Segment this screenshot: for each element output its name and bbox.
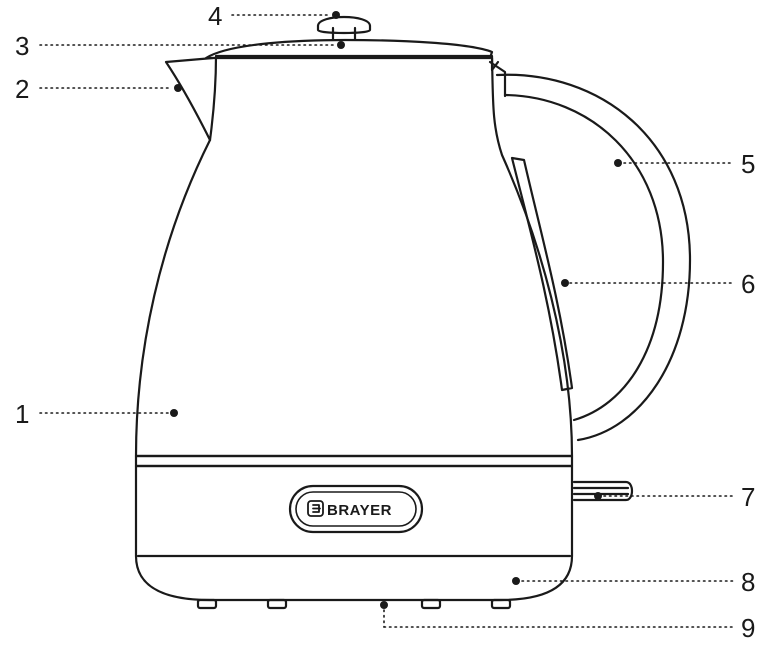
- callout-dot-7: [594, 492, 602, 500]
- foot: [266, 598, 288, 610]
- callout-dot-8: [512, 577, 520, 585]
- lid-knob-cap: [316, 16, 372, 35]
- water-window: [510, 156, 574, 392]
- base-band: [134, 454, 574, 468]
- callout-dot-3: [337, 41, 345, 49]
- callout-dot-5: [614, 159, 622, 167]
- callout-number-8: 8: [741, 567, 756, 597]
- kettle-body: [134, 54, 574, 458]
- callout-dot-2: [174, 84, 182, 92]
- spout: [164, 56, 215, 142]
- callout-number-2: 2: [15, 74, 30, 104]
- body-seam: [490, 56, 500, 72]
- foot: [490, 598, 512, 610]
- foot: [420, 598, 442, 610]
- callout-number-5: 5: [741, 149, 756, 179]
- lid: [204, 38, 494, 60]
- callout-dot-9: [380, 601, 388, 609]
- callout-dot-4: [332, 11, 340, 19]
- callout-dot-1: [170, 409, 178, 417]
- callout-number-1: 1: [15, 399, 30, 429]
- callout-number-7: 7: [741, 482, 756, 512]
- callout-number-3: 3: [15, 31, 30, 61]
- brand-logo-icon: [307, 500, 324, 517]
- callout-number-9: 9: [741, 613, 756, 643]
- handle-inner: [503, 93, 665, 422]
- callout-number-6: 6: [741, 269, 756, 299]
- power-switch: [572, 480, 634, 502]
- brand-plate-inner: [295, 491, 417, 527]
- foot: [196, 598, 218, 610]
- brand-name: BRAYER: [327, 502, 392, 519]
- callout-dot-6: [561, 279, 569, 287]
- brand-plate-outer: [288, 484, 424, 534]
- handle-outer: [495, 73, 692, 442]
- callout-number-4: 4: [208, 1, 223, 31]
